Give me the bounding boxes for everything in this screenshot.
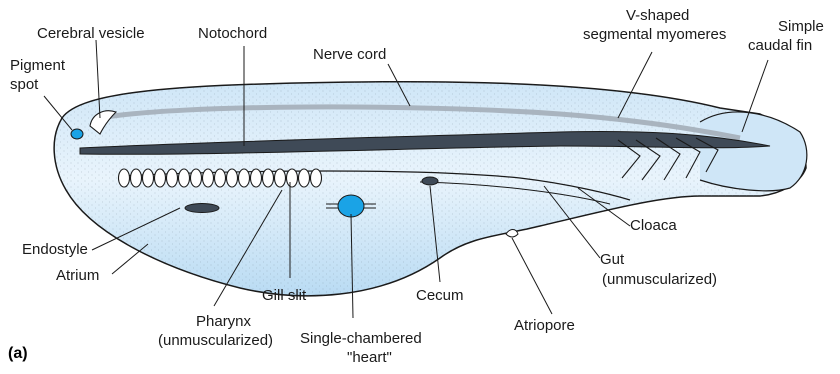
caudal-fin [700,112,807,191]
pigment-spot [71,129,83,139]
label-myomeres: V-shaped segmental myomeres [583,7,726,43]
label-notochord: Notochord [198,25,267,42]
label-cecum: Cecum [416,287,464,304]
label-heart: Single-chambered "heart" [300,330,426,366]
label-cloaca: Cloaca [630,217,677,234]
panel-label: (a) [8,345,28,362]
label-gut: Gut (unmuscularized) [600,251,717,288]
label-caudal-fin: Simple caudal fin [748,18,828,54]
gill-slits [119,169,322,187]
label-nerve-cord: Nerve cord [313,46,386,63]
endostyle [185,204,219,213]
label-pigment-spot: Pigment spot [10,57,69,93]
label-gill-slit: Gill slit [262,287,307,304]
label-endostyle: Endostyle [22,241,88,258]
cecum [422,177,438,185]
label-atrium: Atrium [56,267,99,284]
label-cerebral-vesicle: Cerebral vesicle [37,25,145,42]
label-atriopore: Atriopore [514,317,575,334]
label-pharynx: Pharynx (unmuscularized) [158,313,273,349]
